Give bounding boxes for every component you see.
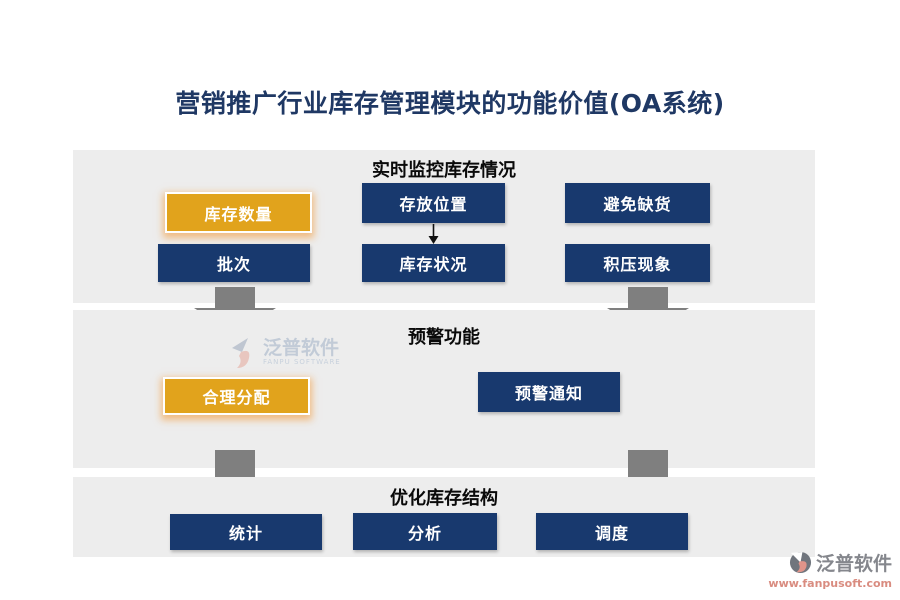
node-warning-notification: 预警通知 — [478, 372, 620, 412]
section-realtime-monitoring: 实时监控库存情况 库存数量 存放位置 避免缺货 批次 库存状况 积压现象 — [73, 150, 815, 303]
page-title: 营销推广行业库存管理模块的功能价值(OA系统) — [175, 89, 725, 118]
node-avoid-stockout: 避免缺货 — [565, 183, 710, 223]
section-header: 预警功能 — [408, 327, 480, 348]
watermark-url: www.fanpusoft.com — [768, 577, 892, 590]
node-batch: 批次 — [158, 244, 310, 282]
node-analysis: 分析 — [353, 513, 497, 550]
node-backlog: 积压现象 — [565, 244, 710, 282]
section-warning-function: 预警功能 泛普软件 FANPU SOFTWARE 合理分配 预警通知 — [73, 310, 815, 468]
connector-arrow-icon — [428, 224, 439, 244]
section-optimize-structure: 优化库存结构 统计 分析 调度 — [73, 477, 815, 557]
fanpu-logo-icon — [789, 551, 812, 574]
node-scheduling: 调度 — [536, 513, 688, 550]
fanpu-watermark: 泛普软件 FANPU SOFTWARE — [231, 338, 341, 370]
watermark-name: 泛普软件 — [815, 553, 892, 575]
section-header: 实时监控库存情况 — [372, 160, 516, 181]
node-rational-allocation: 合理分配 — [163, 377, 310, 415]
node-storage-location: 存放位置 — [362, 183, 505, 223]
fanpu-watermark-corner: 泛普软件 www.fanpusoft.com — [768, 549, 892, 590]
fanpu-logo-icon — [232, 338, 250, 368]
node-inventory-status: 库存状况 — [362, 244, 505, 282]
node-inventory-quantity: 库存数量 — [165, 192, 312, 233]
watermark-name: 泛普软件 — [263, 337, 340, 359]
section-header: 优化库存结构 — [390, 488, 498, 509]
node-statistics: 统计 — [170, 514, 322, 550]
watermark-subtitle: FANPU SOFTWARE — [263, 358, 341, 366]
